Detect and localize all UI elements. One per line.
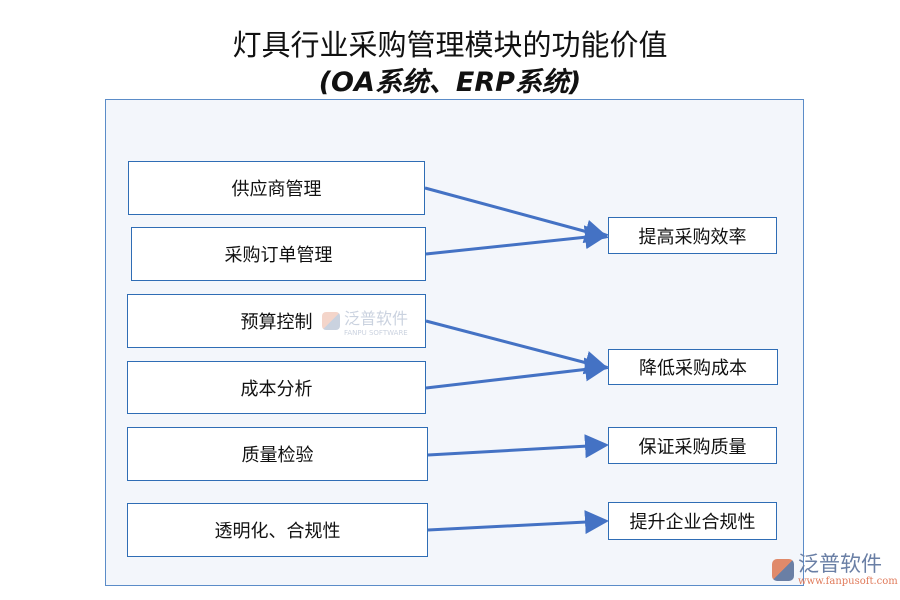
fanpu-logo-icon [322,312,340,330]
center-watermark: 泛普软件 FANPU SOFTWARE [322,305,408,337]
function-box-supplier: 供应商管理 [128,161,425,215]
function-box-quality: 质量检验 [127,427,428,481]
value-box-compliance: 提升企业合规性 [608,502,777,540]
function-box-compliance: 透明化、合规性 [127,503,428,557]
watermark-url: www.fanpusoft.com [798,576,898,587]
arrow-order-efficiency [425,225,609,256]
arrow-compliance [427,510,609,535]
function-box-cost: 成本分析 [127,361,426,414]
value-box-quality: 保证采购质量 [608,427,777,464]
function-box-budget: 预算控制 [127,294,426,348]
arrow-budget-cost [425,319,609,375]
title-line-1: 灯具行业采购管理模块的功能价值 [232,28,668,62]
corner-watermark: 泛普软件 www.fanpusoft.com [772,552,898,587]
watermark-name: 泛普软件 [798,552,882,576]
watermark-sub: FANPU SOFTWARE [344,329,408,337]
title-line-2: (OA系统、ERP系统) [318,67,582,98]
function-box-order: 采购订单管理 [131,227,426,281]
watermark-name: 泛普软件 [344,309,409,328]
arrow-analysis-cost [425,357,609,390]
arrow-supplier-efficiency [424,186,609,244]
value-box-cost: 降低采购成本 [608,349,778,385]
fanpu-logo-icon [772,558,794,581]
arrow-quality [427,434,609,459]
